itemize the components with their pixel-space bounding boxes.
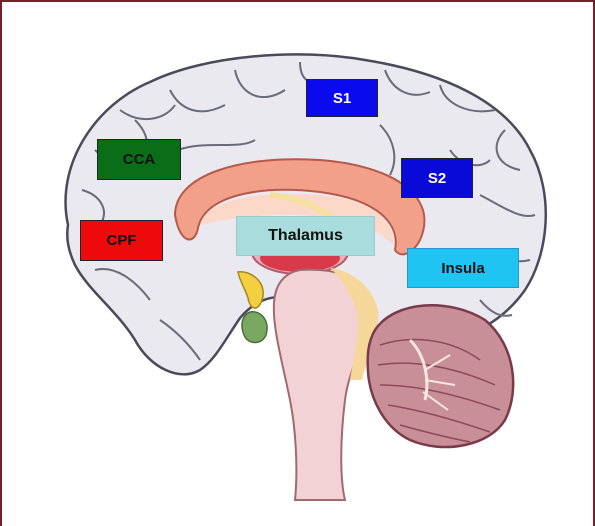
label-thalamus: Thalamus [236,216,375,256]
label-s1: S1 [306,79,378,117]
label-cca: CCA [97,139,181,180]
label-insula: Insula [407,248,519,288]
label-cpf: CPF [80,220,163,261]
label-s2: S2 [401,158,473,198]
cerebellum [368,305,514,447]
